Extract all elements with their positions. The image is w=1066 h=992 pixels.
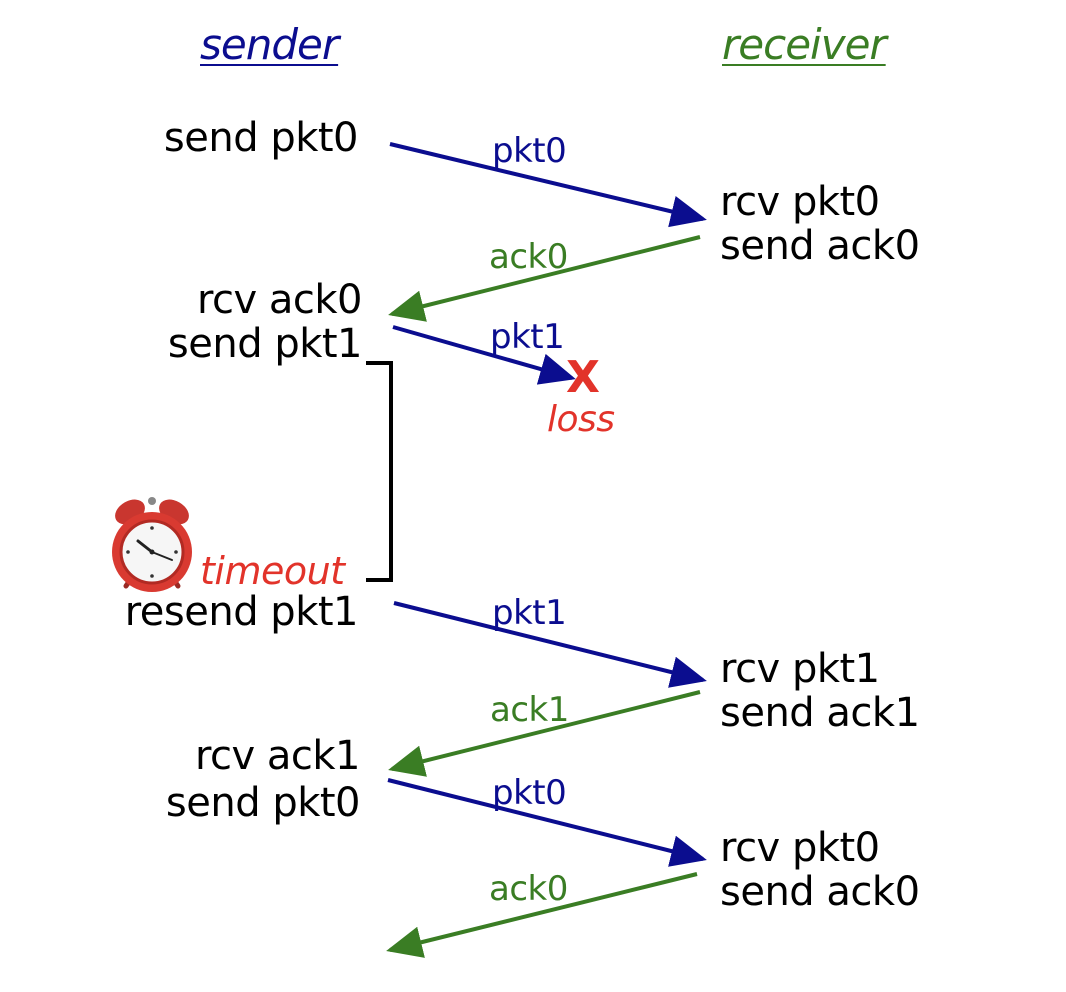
message-arrow-ack1 [388, 690, 701, 777]
message-label-pkt0-2: pkt0 [492, 773, 567, 813]
message-label-ack1: ack1 [490, 690, 569, 730]
message-arrow-pkt1-lost [392, 325, 576, 385]
sender-event-rcv-ack1-send-pkt0: rcv ack1 send pkt0 [165, 733, 361, 827]
sender-event-line: resend pkt1 [124, 589, 359, 635]
timeout-interval-bracket [366, 361, 393, 582]
message-label-pkt1: pkt1 [490, 317, 565, 357]
message-arrow-pkt0-1 [389, 142, 707, 228]
sender-event-line: send pkt1 [167, 321, 363, 367]
message-label-pkt1-resent: pkt1 [492, 593, 567, 633]
sender-event-rcv-ack0-send-pkt1: rcv ack0 send pkt1 [167, 277, 363, 367]
receiver-event-line: rcv pkt0 [720, 825, 880, 871]
sender-event-resend-pkt1: resend pkt1 [124, 589, 359, 635]
sender-event-line: rcv ack0 [196, 277, 363, 323]
message-label-ack0: ack0 [489, 237, 568, 277]
receiver-event-line: send ack0 [720, 223, 920, 269]
receiver-event-rcv-pkt0-send-ack0: rcv pkt0 send ack0 [720, 180, 920, 268]
message-arrow-pkt0-2 [387, 778, 707, 867]
receiver-event-rcv-pkt1-send-ack1: rcv pkt1 send ack1 [720, 647, 920, 735]
sender-event-send-pkt0: send pkt0 [163, 115, 359, 161]
sender-event-line: send pkt0 [163, 115, 359, 161]
loss-label: loss [547, 399, 615, 440]
sender-header: sender [200, 20, 339, 69]
message-label-ack0-2: ack0 [489, 869, 568, 909]
receiver-event-line: rcv pkt0 [720, 179, 880, 225]
timeout-label: timeout [200, 549, 345, 593]
receiver-event-line: send ack0 [720, 869, 920, 915]
message-label-pkt0: pkt0 [492, 131, 567, 171]
message-arrow-ack0-2 [386, 872, 698, 958]
message-arrow-ack0-1 [388, 235, 701, 322]
alarm-clock-icon [112, 497, 192, 592]
receiver-header: receiver [722, 20, 887, 69]
receiver-event-rcv-pkt0-send-ack0-2: rcv pkt0 send ack0 [720, 826, 920, 914]
message-arrow-pkt1-resent [393, 601, 707, 688]
sender-event-line: send pkt0 [165, 780, 361, 827]
loss-x-mark: X [566, 352, 600, 403]
receiver-event-line: rcv pkt1 [720, 646, 880, 692]
receiver-event-line: send ack1 [720, 690, 920, 736]
sender-event-line: rcv ack1 [194, 733, 361, 779]
